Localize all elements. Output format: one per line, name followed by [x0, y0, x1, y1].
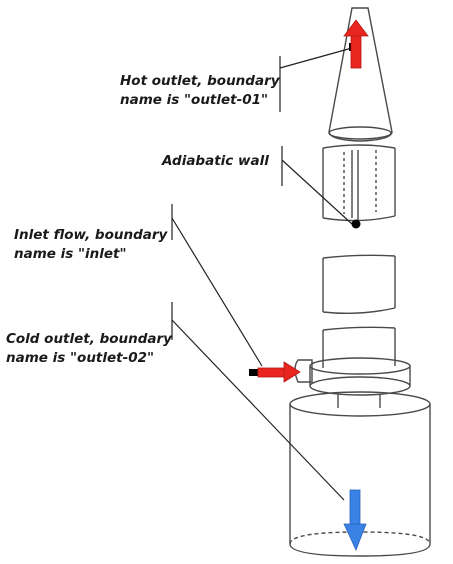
inlet-label: Inlet flow, boundary name is "inlet"	[14, 226, 167, 264]
inner-wall-line	[343, 150, 377, 214]
cold-chamber-body	[289, 404, 431, 544]
hot-outlet-label-line2: name is "outlet-01"	[120, 92, 269, 108]
leader-hot	[279, 47, 353, 69]
vortex-tube-outline	[289, 7, 431, 557]
leader-inlet	[171, 217, 263, 367]
arrow-right-icon	[257, 361, 301, 383]
cold-outlet-label-line2: name is "outlet-02"	[6, 350, 155, 366]
arrow-down-icon	[343, 489, 367, 552]
inlet-collar-body	[309, 366, 411, 386]
inlet-collar-bottom	[309, 376, 411, 396]
leader-lines	[171, 47, 353, 501]
cone-base-ring	[328, 126, 392, 140]
adiabatic-wall-label-line1: Adiabatic wall	[162, 153, 269, 169]
upper-tube-segment	[322, 144, 396, 222]
cold-outlet-label-line1: Cold outlet, boundary	[6, 331, 172, 347]
hot-outlet-label: Hot outlet, boundary name is "outlet-01"	[120, 72, 280, 110]
inner-rod	[351, 150, 359, 222]
cold-chamber-bottom	[289, 543, 431, 557]
hot-outlet-label-line1: Hot outlet, boundary	[120, 73, 280, 89]
arrow-up-icon	[343, 19, 369, 69]
inlet-label-line1: Inlet flow, boundary	[14, 227, 168, 243]
leader-cold	[171, 319, 345, 501]
adiabatic-wall-label: Adiabatic wall	[162, 152, 269, 171]
inlet-marker	[249, 369, 258, 376]
leader-wall	[281, 159, 353, 225]
lower-tube-segment	[322, 326, 396, 368]
cold-chamber-neck	[337, 394, 381, 408]
wall-marker-dot	[351, 219, 361, 229]
cold-outlet-label: Cold outlet, boundary name is "outlet-02…	[6, 330, 172, 368]
mid-tube-segment	[322, 254, 396, 315]
inlet-label-line2: name is "inlet"	[14, 246, 127, 262]
